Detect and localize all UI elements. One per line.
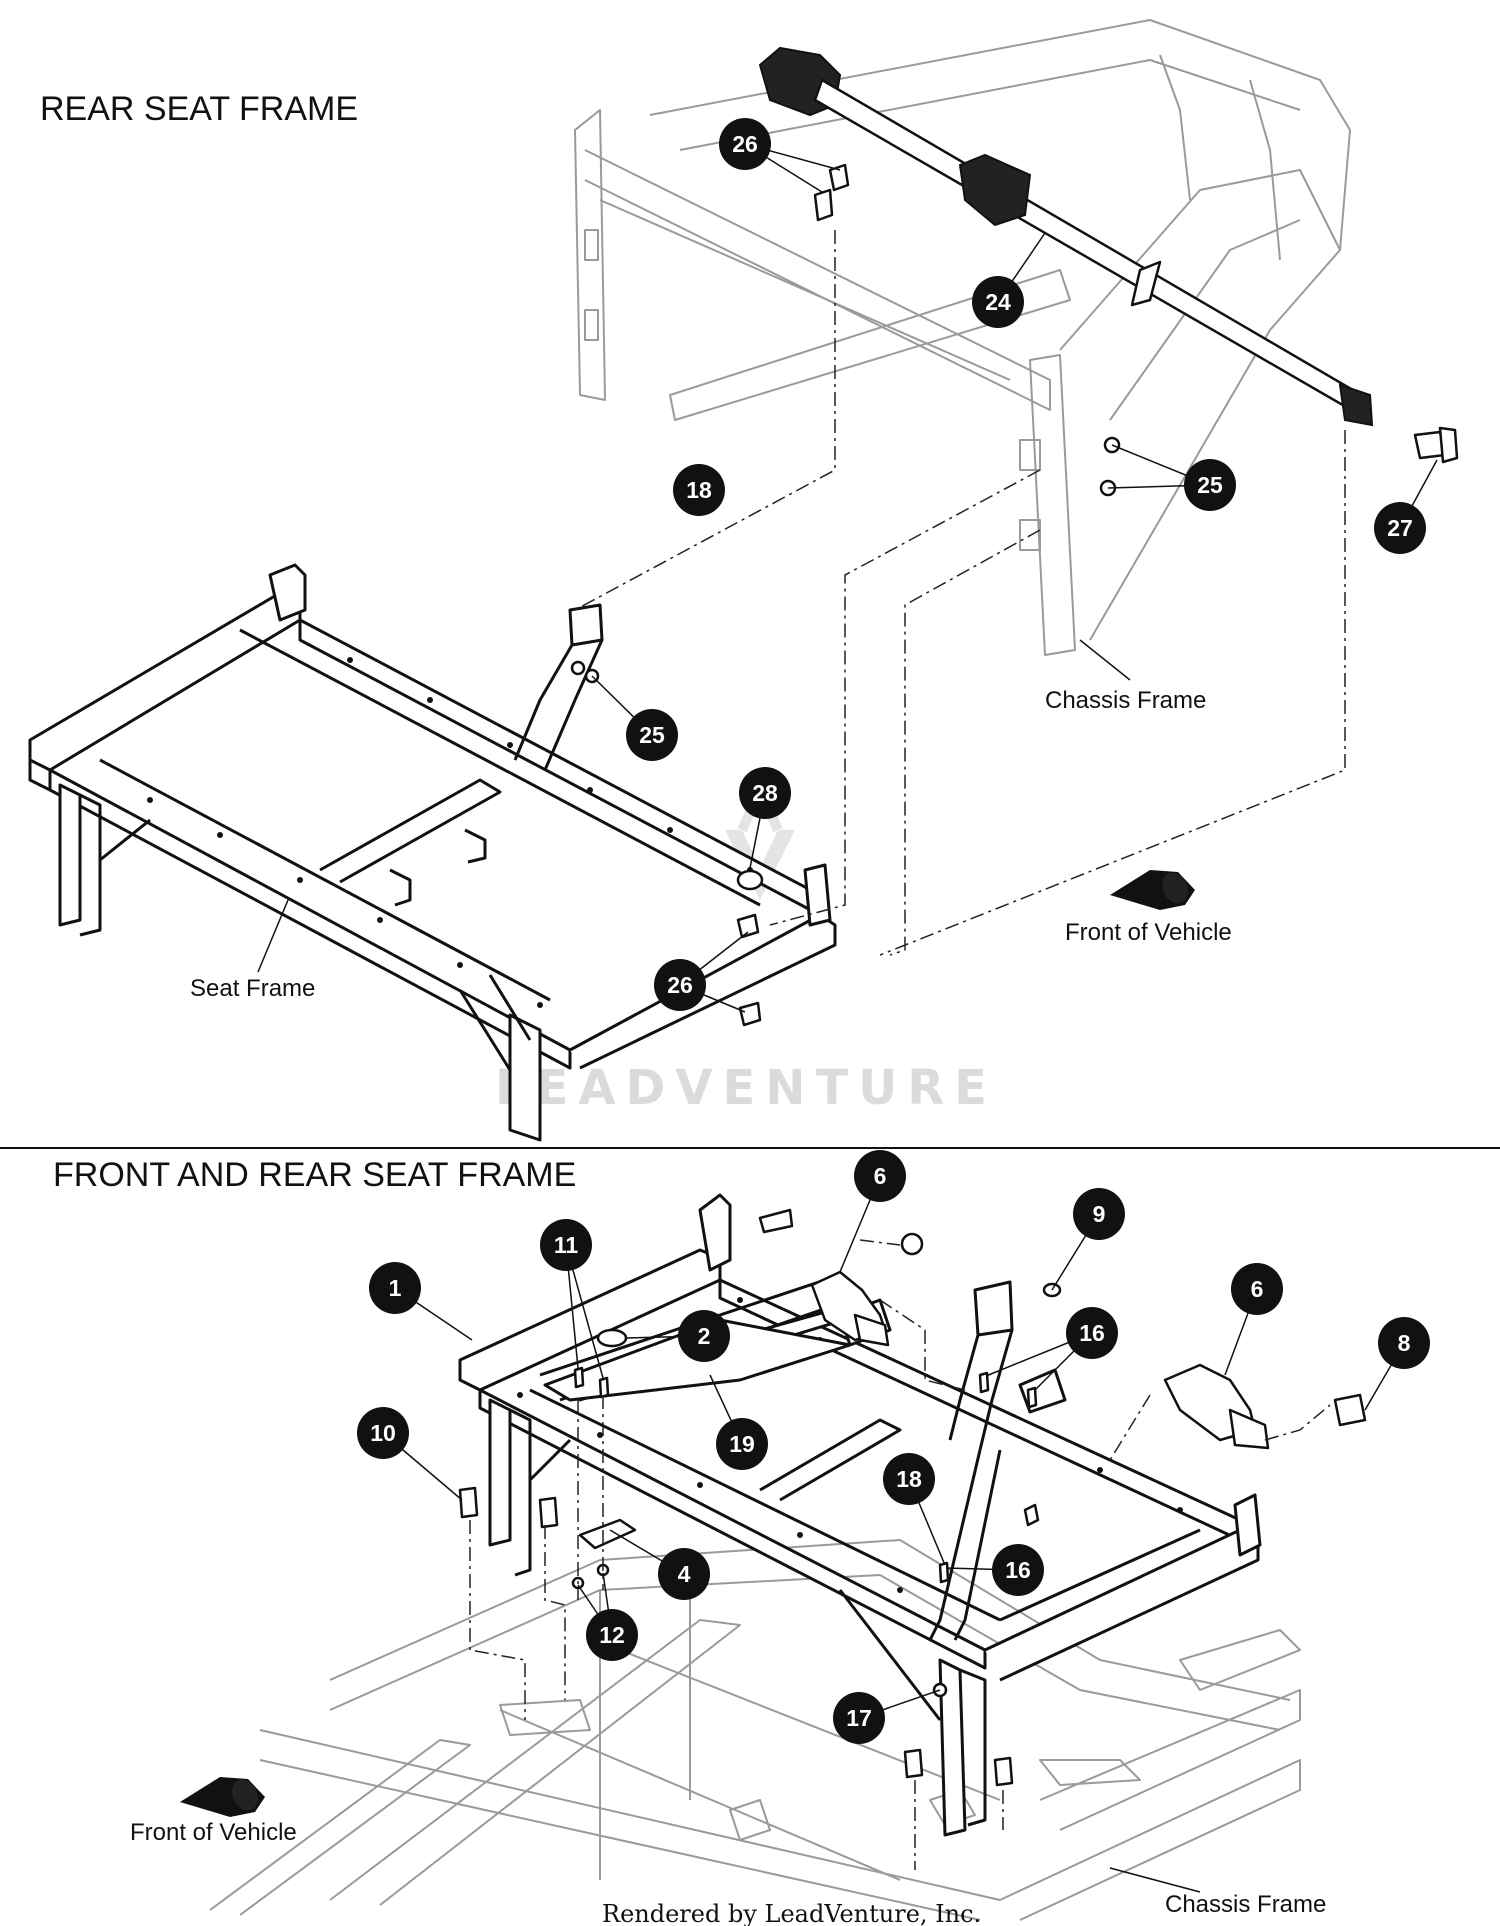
rear-seat-frame-title: REAR SEAT FRAME bbox=[40, 90, 358, 128]
bolt-26-top bbox=[813, 163, 850, 222]
callout-12: 12 bbox=[586, 1609, 638, 1661]
callout-26b-number: 26 bbox=[667, 972, 693, 998]
callout-18-bottom-number: 18 bbox=[896, 1466, 922, 1492]
callout-18-top: 18 bbox=[673, 464, 725, 516]
callout-9-number: 9 bbox=[1093, 1201, 1106, 1227]
callout-28: 28 bbox=[739, 767, 791, 819]
seat-belt-buckle-6-right bbox=[1163, 1363, 1367, 1450]
callout-10: 10 bbox=[357, 1407, 409, 1459]
callout-16a-number: 16 bbox=[1079, 1320, 1105, 1346]
callout-2-number: 2 bbox=[698, 1323, 711, 1349]
bolts-10-12 bbox=[458, 1486, 610, 1590]
chassis-frame-bottom-leader bbox=[1109, 1867, 1201, 1893]
seat-belt-retractor bbox=[758, 46, 1374, 427]
callout-18-bottom: 18 bbox=[883, 1453, 935, 1505]
callout-26a: 26 bbox=[719, 118, 771, 170]
alignment-lines-bottom bbox=[469, 1239, 1331, 1870]
callout-11: 11 bbox=[540, 1219, 592, 1271]
callout-12-number: 12 bbox=[599, 1622, 625, 1648]
front-of-vehicle-label-bottom: Front of Vehicle bbox=[130, 1819, 297, 1846]
watermark: LEADVENTURE bbox=[495, 777, 997, 1116]
bolts-26-seat bbox=[736, 913, 762, 1027]
callout-6a: 6 bbox=[854, 1150, 906, 1202]
callout-11-number: 11 bbox=[554, 1232, 579, 1258]
plate-4 bbox=[578, 1518, 637, 1550]
front-arrow-top-icon bbox=[1110, 870, 1195, 910]
callout-25a-number: 25 bbox=[1197, 472, 1223, 498]
callout-27: 27 bbox=[1374, 502, 1426, 554]
callout-1: 1 bbox=[369, 1262, 421, 1314]
callout-2: 2 bbox=[678, 1310, 730, 1362]
callout-6b-number: 6 bbox=[1251, 1276, 1264, 1302]
callout-16b: 16 bbox=[992, 1544, 1044, 1596]
callout-19-number: 19 bbox=[729, 1431, 755, 1457]
callout-24-number: 24 bbox=[985, 289, 1011, 315]
callout-18-top-number: 18 bbox=[686, 477, 712, 503]
callout-4: 4 bbox=[658, 1548, 710, 1600]
front-arrow-bottom-icon bbox=[180, 1777, 265, 1817]
footer-credit: Rendered by LeadVenture, Inc. bbox=[602, 1900, 981, 1926]
callout-25b-number: 25 bbox=[639, 722, 665, 748]
callout-6b: 6 bbox=[1231, 1263, 1283, 1315]
callout-26b: 26 bbox=[654, 959, 706, 1011]
callout-28-number: 28 bbox=[752, 780, 778, 806]
callout-27-number: 27 bbox=[1387, 515, 1413, 541]
front-of-vehicle-label-top: Front of Vehicle bbox=[1065, 919, 1232, 946]
chassis-frame-top bbox=[574, 19, 1351, 656]
callout-8-number: 8 bbox=[1398, 1330, 1411, 1356]
callout-6a-number: 6 bbox=[874, 1163, 887, 1189]
callout-4-number: 4 bbox=[678, 1561, 691, 1587]
bushing-28 bbox=[736, 869, 764, 891]
callout-24: 24 bbox=[972, 276, 1024, 328]
callout-17-number: 17 bbox=[846, 1705, 872, 1731]
callout-9: 9 bbox=[1073, 1188, 1125, 1240]
seat-frame-top bbox=[28, 563, 837, 1142]
callout-26a-number: 26 bbox=[732, 131, 758, 157]
callout-10-number: 10 bbox=[370, 1420, 396, 1446]
callout-16b-number: 16 bbox=[1005, 1557, 1031, 1583]
seat-belt-buckle-6-left bbox=[758, 1208, 924, 1347]
callout-8: 8 bbox=[1378, 1317, 1430, 1369]
grommet-2 bbox=[596, 1328, 628, 1348]
seat-frame-label: Seat Frame bbox=[190, 975, 315, 1002]
watermark-text: LEADVENTURE bbox=[495, 1060, 997, 1116]
callout-25a: 25 bbox=[1184, 459, 1236, 511]
chassis-frame-label-bottom: Chassis Frame bbox=[1165, 1891, 1326, 1918]
front-rear-seat-frame-title: FRONT AND REAR SEAT FRAME bbox=[53, 1156, 576, 1194]
callout-1-number: 1 bbox=[389, 1275, 402, 1301]
alignment-lines-top bbox=[574, 230, 1346, 956]
callout-16a: 16 bbox=[1066, 1307, 1118, 1359]
bolt-27 bbox=[1413, 426, 1459, 464]
callout-17: 17 bbox=[833, 1692, 885, 1744]
callout-25b: 25 bbox=[626, 709, 678, 761]
chassis-frame-bottom bbox=[209, 1539, 1301, 1921]
leaders-top bbox=[257, 143, 1438, 1013]
callout-19: 19 bbox=[716, 1418, 768, 1470]
chassis-frame-label-top: Chassis Frame bbox=[1045, 687, 1206, 714]
